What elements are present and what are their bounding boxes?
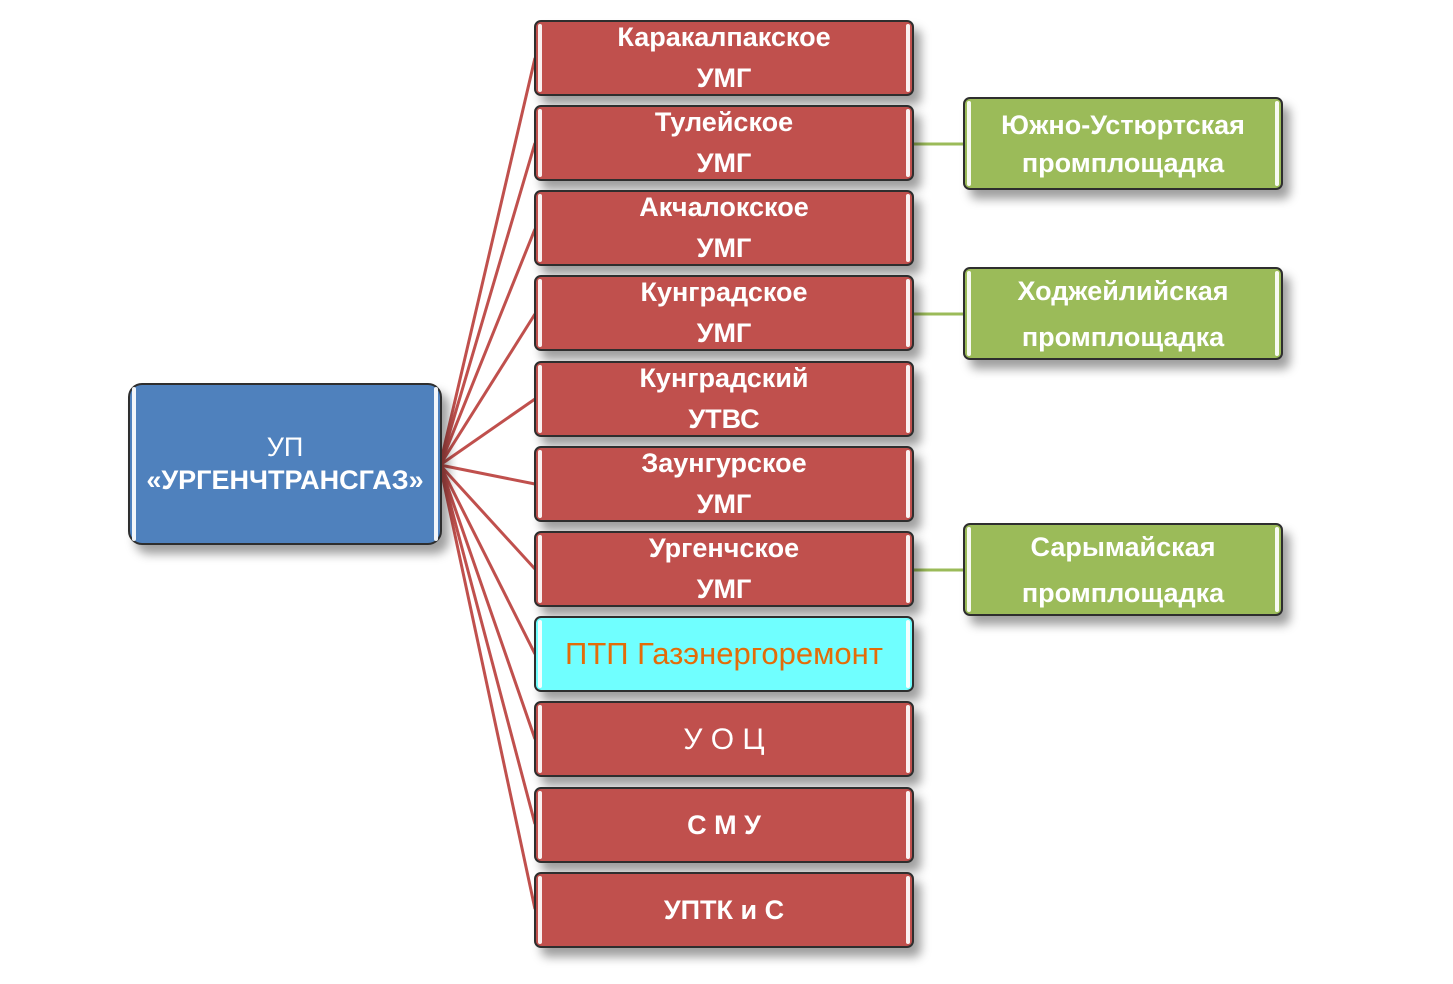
root-connector [439, 463, 536, 486]
site-node: Ходжейлийская промплощадка [963, 267, 1283, 360]
site-node: Южно-Устюртская промплощадка [963, 97, 1283, 190]
branch-node: Ургенчское УМГ [534, 531, 914, 607]
site-node-line-1: Сарымайская [1030, 531, 1216, 562]
site-node-line-2: промплощадка [1021, 577, 1225, 608]
root-connector [438, 463, 537, 571]
site-node-line-1: Ходжейлийская [1017, 275, 1229, 306]
branch-node: Кунградское УМГ [534, 275, 914, 351]
branch-node-line-2: УМГ [696, 574, 752, 604]
branch-node-line-2: УМГ [696, 148, 752, 178]
branch-node-line-1: Каракалпакское [617, 22, 831, 52]
branch-node-line-2: УМГ [696, 63, 752, 93]
branch-node: У О Ц [534, 701, 914, 777]
branch-node: Кунградский УТВС [534, 361, 914, 437]
site-node-line-1: Южно-Устюртская [1001, 109, 1245, 140]
branch-node-line-2: УМГ [696, 489, 752, 519]
branch-node-line-1: Кунградский [639, 363, 809, 393]
branch-node: УПТК и С [534, 872, 914, 948]
root-node-line-2: «УРГЕНЧТРАНСГАЗ» [146, 465, 424, 495]
branch-node-line-1: Акчалокское [639, 192, 809, 222]
branch-node-label: ПТП Газэнергоремонт [565, 636, 883, 671]
branch-node-label: У О Ц [683, 722, 765, 756]
root-connector [438, 313, 537, 466]
site-node-line-2: промплощадка [1021, 321, 1225, 352]
root-connector [438, 464, 537, 655]
root-node: УП «УРГЕНЧТРАНСГАЗ» [128, 383, 442, 545]
branch-node: Каракалпакское УМГ [534, 20, 914, 96]
root-connector [438, 228, 537, 466]
branch-node-line-2: УМГ [696, 318, 752, 348]
root-connector [438, 57, 537, 466]
branch-node-line-2: УТВС [688, 404, 760, 434]
branch-node-line-1: Тулейское [654, 107, 794, 137]
branch-node: Заунгурское УМГ [534, 446, 914, 522]
root-node-line-1: УП [266, 432, 304, 462]
branch-node-line-2: УМГ [696, 233, 752, 263]
branch-node: С М У [534, 787, 914, 863]
branch-node: Тулейское УМГ [534, 105, 914, 181]
branch-node-line-1: Заунгурское [641, 448, 807, 478]
site-node-line-2: промплощадка [1021, 147, 1225, 178]
branch-node-line-1: Ургенчское [648, 533, 800, 563]
branch-node-line-1: Кунградское [640, 277, 808, 307]
branch-node: Акчалокское УМГ [534, 190, 914, 266]
root-connector [438, 464, 537, 825]
branch-node-label: С М У [687, 809, 761, 840]
root-connector [438, 464, 537, 910]
root-connector [439, 397, 536, 467]
site-node: Сарымайская промплощадка [963, 523, 1283, 616]
branch-node-label: УПТК и С [663, 894, 785, 925]
root-connector [438, 142, 537, 466]
branch-node-highlighted: ПТП Газэнергоремонт [534, 616, 914, 692]
root-connector [438, 464, 537, 740]
